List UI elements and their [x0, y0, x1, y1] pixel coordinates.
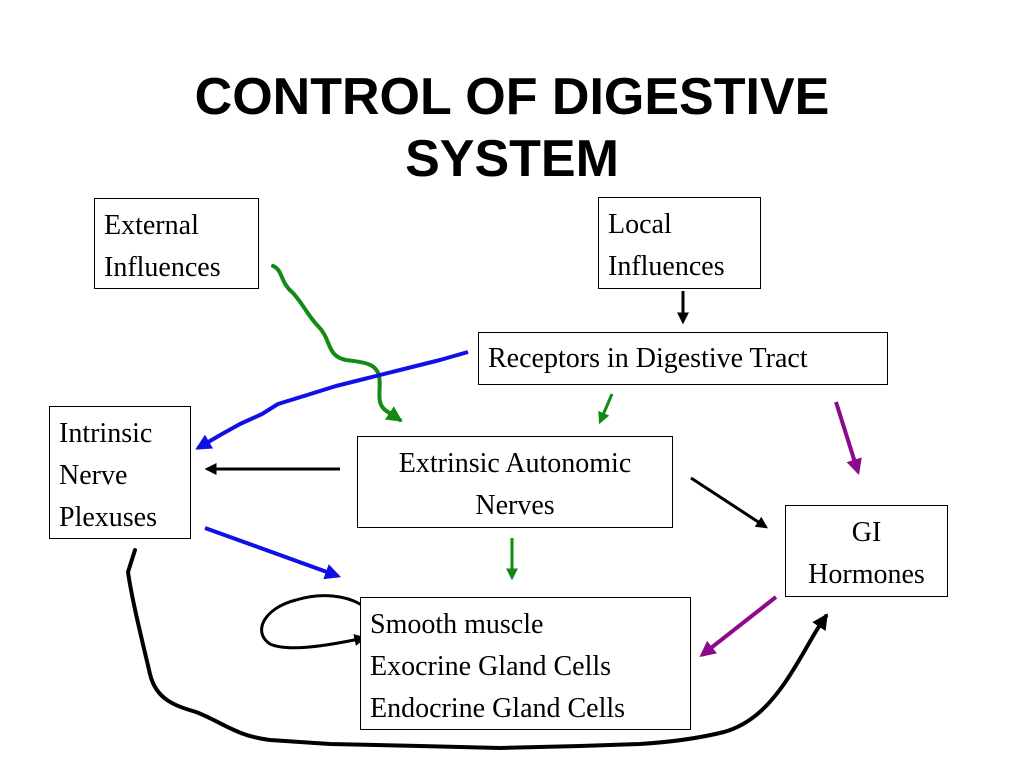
arrow-extrinsic-to-gi-hormones — [690, 476, 769, 529]
effectors-line-2: Exocrine Gland Cells — [370, 651, 612, 682]
extrinsic-line-1: Extrinsic Autonomic — [398, 448, 632, 479]
arrow-external-to-extrinsic — [271, 264, 403, 422]
effectors-box: Smooth muscle Exocrine Gland Cells Endoc… — [360, 597, 691, 730]
arrow-intrinsic-to-effectors — [204, 526, 342, 580]
intrinsic-nerve-plexuses-box: Intrinsic Nerve Plexuses — [49, 406, 191, 539]
arrow-effectors-feedback-loop — [260, 594, 367, 650]
external-influences-line-1: External — [104, 210, 199, 241]
receptors-label: Receptors in Digestive Tract — [488, 343, 808, 374]
external-influences-line-2: Influences — [104, 252, 221, 283]
extrinsic-line-2: Nerves — [475, 490, 555, 521]
effectors-line-3: Endocrine Gland Cells — [370, 693, 626, 724]
local-influences-box: Local Influences — [598, 197, 761, 289]
extrinsic-autonomic-nerves-box: Extrinsic Autonomic Nerves — [357, 436, 673, 528]
local-influences-line-2: Influences — [608, 251, 725, 282]
local-influences-line-1: Local — [608, 209, 672, 240]
arrow-gi-hormones-to-effectors — [699, 595, 778, 657]
arrow-receptors-to-gi-hormones — [834, 401, 862, 476]
external-influences-box: External Influences — [94, 198, 259, 289]
slide-title: CONTROL OF DIGESTIVE SYSTEM — [0, 66, 1024, 190]
intrinsic-line-1: Intrinsic — [59, 418, 153, 449]
gi-hormones-box: GI Hormones — [785, 505, 948, 597]
arrow-receptors-to-intrinsic — [195, 350, 469, 450]
intrinsic-line-3: Plexuses — [59, 502, 157, 533]
intrinsic-line-2: Nerve — [59, 460, 128, 491]
effectors-line-1: Smooth muscle — [370, 609, 544, 640]
gi-hormones-line-2: Hormones — [808, 559, 925, 590]
title-line-1: CONTROL OF DIGESTIVE — [194, 68, 830, 126]
arrow-intrinsic-to-gi-hormones — [126, 548, 828, 750]
gi-hormones-line-1: GI — [851, 517, 882, 548]
title-line-2: SYSTEM — [405, 130, 619, 188]
receptors-box: Receptors in Digestive Tract — [478, 332, 888, 385]
arrow-receptors-to-extrinsic — [598, 393, 614, 425]
